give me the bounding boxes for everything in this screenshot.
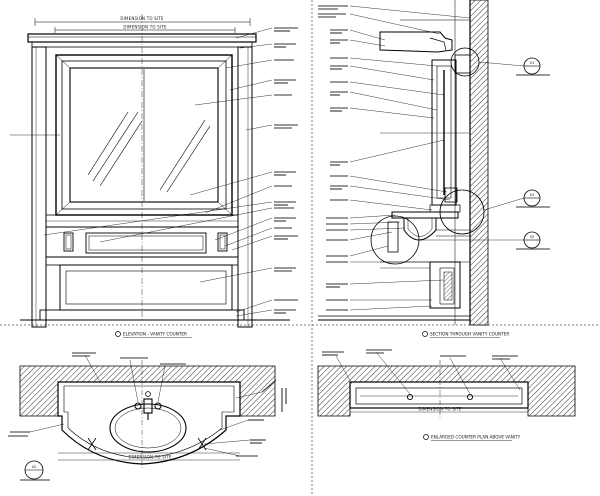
vanity-plan-leaders: [335, 351, 521, 395]
elevation-notes: [274, 27, 298, 314]
vanity-plan-dimension: DIMENSION TO SITE: [418, 407, 462, 412]
section-tag-mid[interactable]: 01: [483, 189, 550, 211]
vanity-plan-knob-right: [466, 393, 474, 401]
section-title: SECTION THROUGH VANITY COUNTER: [430, 332, 509, 337]
right-pilaster: [237, 46, 253, 328]
elevation-title: ELEVATION - VANITY COUNTER: [123, 332, 187, 337]
right-sconce: [217, 232, 228, 252]
counter-plan-vanity: DIMENSION TO SITE ENLARGED COUNTER PLAN …: [317, 349, 576, 441]
vanity-plan-notes: [322, 349, 518, 360]
vanity-section: 01 01 02: [318, 0, 550, 338]
crown-section: [379, 31, 453, 53]
vanity-base-panel: [59, 264, 233, 311]
elevation-leaders: [43, 27, 273, 317]
plan-dimension: DIMENSION TO SITE: [128, 455, 172, 460]
section-leaders: [349, 5, 471, 311]
section-tag-plan[interactable]: 02: [20, 460, 50, 481]
plan-leaders: [29, 354, 263, 457]
counter-plan: DIMENSION TO SITE 02: [8, 352, 287, 481]
vanity-plan-knob-left: [406, 393, 414, 401]
left-pilaster: [31, 46, 47, 328]
section-tag-low-number: 02: [530, 235, 535, 239]
vanity-elevation: DIMENSION TO SITE DIMENSION TO SITE: [10, 14, 298, 338]
elevation-dimension-inner: DIMENSION TO SITE: [123, 25, 167, 30]
vanity-plan-title: ENLARGED COUNTER PLAN ABOVE VANITY: [431, 435, 521, 440]
detail-circle-low: [370, 215, 420, 265]
vanity-plan-cabinet: [349, 381, 529, 409]
section-wall: [469, 0, 489, 326]
section-tag-plan-number: 02: [32, 465, 37, 469]
section-tag-top[interactable]: 01: [478, 57, 550, 76]
plan-faucet: [134, 391, 162, 420]
section-notes: [318, 5, 348, 311]
left-sconce: [63, 232, 74, 252]
mirror-reflection-lines: [87, 69, 211, 201]
section-tag-low[interactable]: 02: [419, 231, 550, 250]
detail-circle-mid: [439, 189, 485, 235]
section-tag-top-number: 01: [530, 61, 535, 65]
section-tag-mid-number: 01: [530, 193, 535, 197]
plan-notes: [8, 352, 287, 457]
mirror-glass: [69, 67, 219, 203]
plan-basin: [109, 403, 187, 453]
